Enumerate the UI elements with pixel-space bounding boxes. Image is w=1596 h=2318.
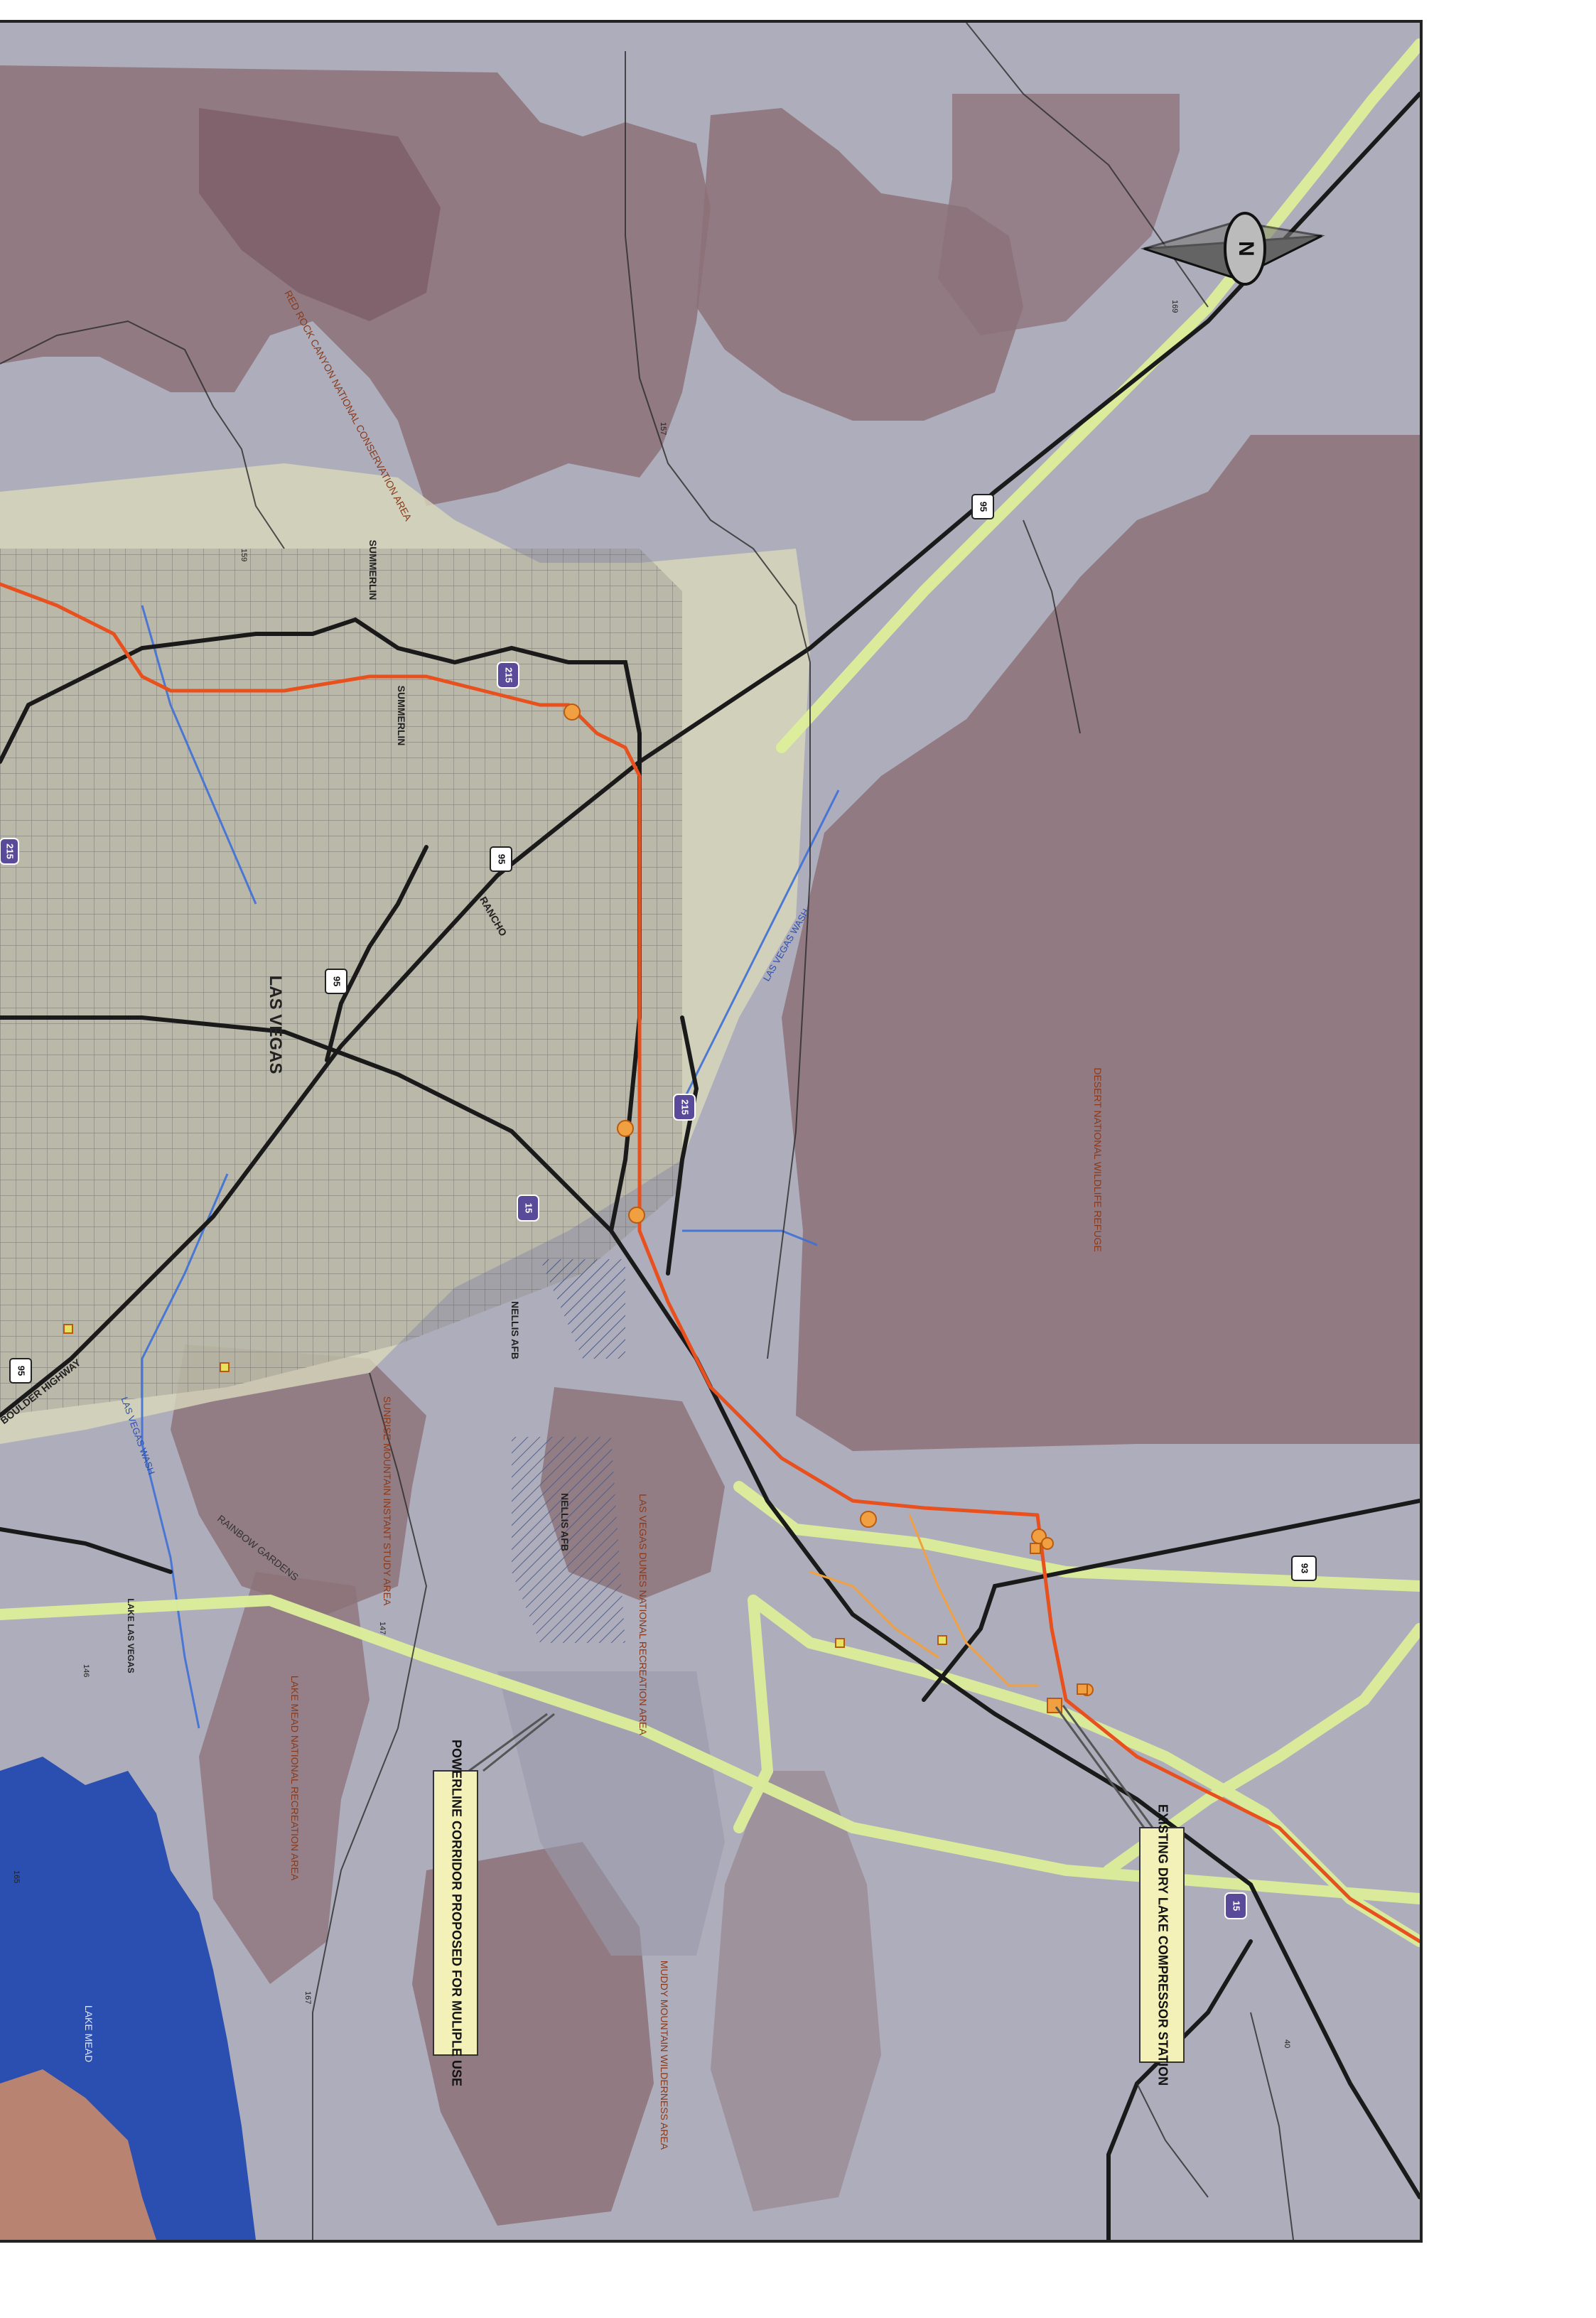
powerline-callout-text: POWERLINE CORRIDOR PROPOSED FOR MULIPLE … — [449, 1740, 463, 2086]
label-sunrise-mountain: SUNRISE MOUNTAIN INSTANT STUDY AREA — [382, 1396, 393, 1606]
label-summerlin: SUMMERLIN — [367, 540, 379, 600]
label-las-vegas: LAS VEGAS — [266, 976, 285, 1074]
us93-label: 93 — [1300, 1563, 1310, 1573]
route-157: 157 — [659, 422, 667, 435]
route-165: 165 — [12, 1870, 21, 1883]
dry-lake-callout — [1055, 1705, 1185, 2063]
label-muddy-mountain: MUDDY MOUNTAIN WILDERNESS AREA — [659, 1961, 670, 2150]
map-frame: N RED ROCK CANYON NATIONAL CONSERVATION … — [0, 20, 1423, 2243]
route-40: 40 — [1283, 2039, 1291, 2048]
route-159: 159 — [239, 549, 248, 561]
label-nellis-afb: NELLIS AFB — [509, 1301, 521, 1359]
us95-label-c: 95 — [332, 976, 343, 986]
label-summerlin-2: SUMMERLIN — [396, 686, 407, 746]
highways — [0, 92, 1420, 2240]
pipeline — [0, 582, 1420, 1944]
label-lake-mead-nra: LAKE MEAD NATIONAL RECREATION AREA — [289, 1676, 301, 1881]
i215-label-c: 215 — [5, 843, 16, 859]
i215-shield-b — [673, 1094, 696, 1121]
powerline-callout — [433, 1713, 555, 2056]
i15-shield-b — [1224, 1892, 1247, 1919]
label-nellis-afb-2: NELLIS AFB — [559, 1493, 571, 1551]
facility-markers — [63, 704, 1094, 1713]
label-lake-mead: LAKE MEAD — [83, 2005, 95, 2062]
nellis-afb-range — [512, 1437, 625, 1643]
label-lake-las-vegas: LAKE LAS VEGAS — [126, 1598, 136, 1673]
route-147: 147 — [378, 1622, 387, 1634]
i15-label-a: 15 — [524, 1203, 534, 1213]
dry-lake-callout-text: EXISTING DRY LAKE COMPRESSOR STATION — [1155, 1804, 1170, 2086]
i215-shield-c — [0, 838, 19, 865]
north-arrow-label: N — [1234, 241, 1258, 257]
us95-label-b: 95 — [497, 854, 507, 864]
us95-label-d: 95 — [16, 1366, 27, 1376]
interstate-shields — [0, 662, 1247, 1919]
us95-label-a: 95 — [978, 502, 989, 512]
i215-shield-a — [497, 662, 519, 689]
nellis-afb-area — [540, 1259, 625, 1359]
i15-shield-a — [517, 1195, 539, 1222]
label-lv-dunes: LAS VEGAS DUNES NATIONAL RECREATION AREA — [637, 1494, 649, 1735]
i15-label-b: 15 — [1231, 1901, 1242, 1911]
route-146: 146 — [82, 1664, 90, 1677]
minor-roads — [0, 23, 1294, 2240]
us-shields — [9, 494, 1317, 1581]
map-canvas: N RED ROCK CANYON NATIONAL CONSERVATION … — [0, 23, 1420, 2240]
route-169: 169 — [1170, 300, 1179, 313]
i215-label-b: 215 — [680, 1099, 691, 1115]
route-167: 167 — [303, 1991, 312, 2004]
i215-label-a: 215 — [504, 667, 514, 683]
north-arrow — [1140, 212, 1325, 286]
label-desert-refuge: DESERT NATIONAL WILDLIFE REFUGE — [1092, 1067, 1104, 1251]
